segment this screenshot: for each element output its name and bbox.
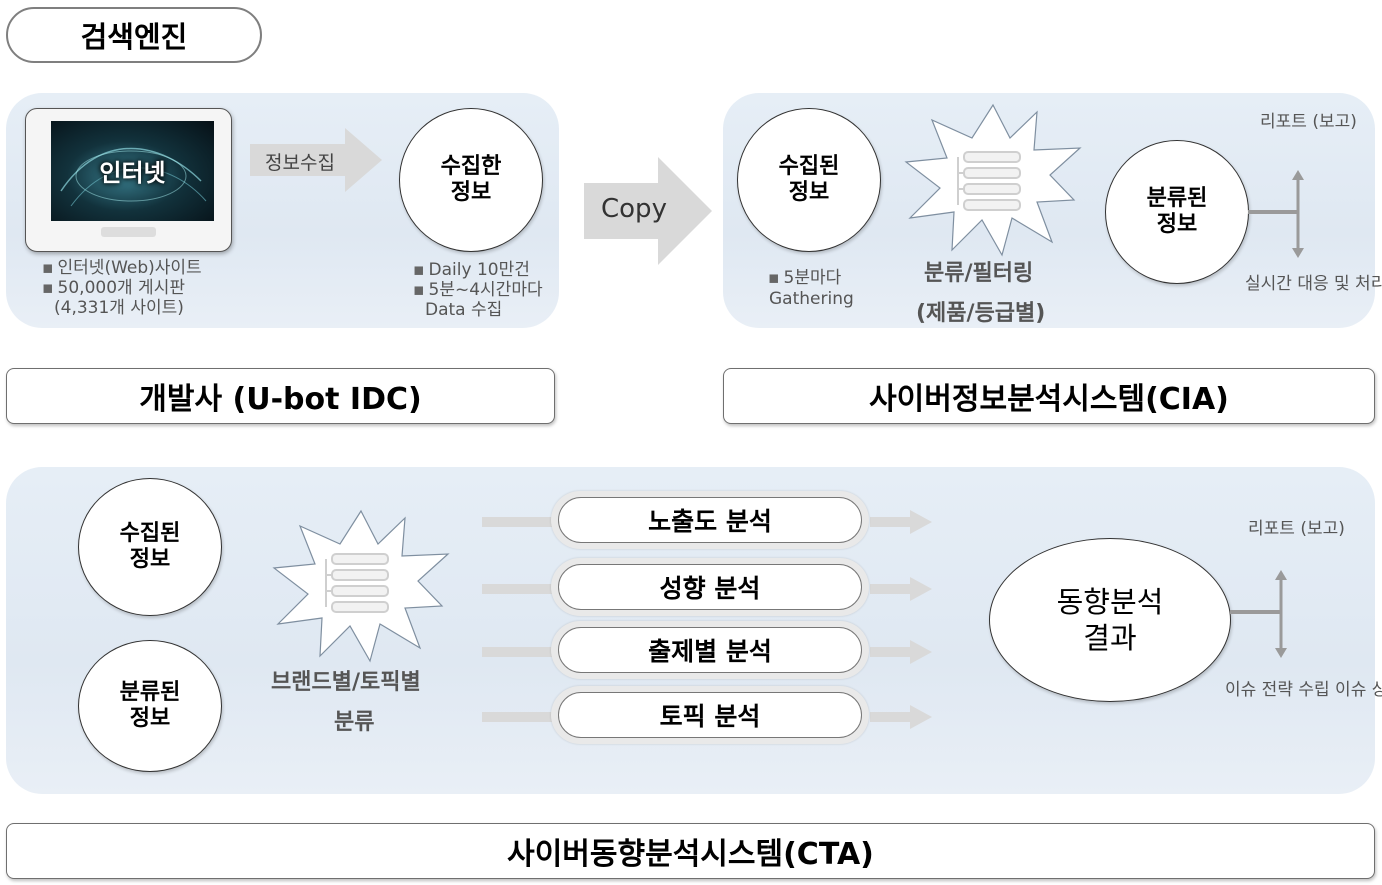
top-label-pill: 검색엔진	[6, 7, 262, 63]
analysis-exposure-label: 노출도 분석	[558, 497, 862, 543]
bullet-interval: 5분~4시간마다	[413, 280, 543, 300]
bullet-boards: 50,000개 게시판	[42, 278, 185, 298]
cia-realtime-label: 실시간 대응 및 처리	[1245, 274, 1382, 294]
copy-arrow-icon	[584, 157, 712, 265]
collect-arrow-label: 정보수집	[265, 152, 335, 174]
cta-brand-label-2: 분류	[334, 710, 375, 735]
collected-info-label: 수집한 정보	[440, 154, 502, 205]
cia-filter-label-2: (제품/등급별)	[916, 301, 1046, 326]
cta-brand-label-1: 브랜드별/토픽별	[271, 670, 421, 695]
swirl-decoration	[60, 147, 207, 207]
cta-title-bar: 사이버동향분석시스템(CTA)	[6, 823, 1375, 879]
analysis-by-topic-source-label: 출제별 분석	[558, 627, 862, 673]
analysis-topic-label: 토픽 분석	[558, 692, 862, 738]
cta-issues-label: 이슈 전략 수립 이슈 상관 분석	[1225, 680, 1382, 700]
monitor-icon: 인터넷	[25, 108, 232, 252]
cia-filter-label-1: 분류/필터링	[924, 261, 1034, 286]
cia-bullet-interval: 5분마다	[768, 268, 842, 288]
cia-collected-circle: 수집된 정보	[737, 108, 881, 252]
collected-info-circle: 수집한 정보	[399, 108, 543, 252]
cta-classified-label: 분류된 정보	[119, 680, 181, 731]
cta-connector-line	[1230, 610, 1282, 614]
trend-result-circle: 동향분석 결과	[989, 538, 1231, 702]
cia-collected-label: 수집된 정보	[778, 154, 840, 205]
analysis-tendency-label: 성향 분석	[558, 564, 862, 610]
cia-connector-line	[1248, 210, 1298, 214]
cia-updown-arrow-icon	[1292, 170, 1304, 258]
server-icon	[957, 151, 1021, 211]
analysis-flow-arrows	[482, 510, 932, 729]
server-icon	[325, 553, 389, 613]
cia-starburst-icon	[904, 103, 1082, 257]
cia-report-label: 리포트 (보고)	[1260, 112, 1357, 132]
cta-starburst-icon	[272, 509, 450, 663]
cta-collected-label: 수집된 정보	[119, 521, 181, 572]
analysis-topic: 토픽 분석	[551, 686, 869, 744]
screen: 인터넷	[51, 121, 214, 221]
bullet-daily: Daily 10만건	[413, 260, 530, 280]
cia-classified-label: 분류된 정보	[1146, 186, 1208, 237]
cta-collected-circle: 수집된 정보	[78, 478, 222, 616]
bullet-data-collect: Data 수집	[425, 300, 503, 320]
trend-result-label: 동향분석 결과	[1056, 585, 1164, 655]
cia-title-bar: 사이버정보분석시스템(CIA)	[723, 368, 1375, 424]
analysis-exposure: 노출도 분석	[551, 491, 869, 549]
analysis-tendency: 성향 분석	[551, 558, 869, 616]
internet-label: 인터넷	[99, 159, 166, 187]
monitor-stand	[101, 227, 156, 237]
bullet-sites-count: (4,331개 사이트)	[54, 298, 184, 318]
bullet-web-sites: 인터넷(Web)사이트	[42, 258, 202, 278]
cta-updown-arrow-icon	[1275, 570, 1287, 658]
collect-arrow-icon	[250, 128, 382, 192]
copy-label: Copy	[601, 194, 667, 224]
cta-report-label: 리포트 (보고)	[1248, 519, 1345, 539]
dev-title-bar: 개발사 (U-bot IDC)	[6, 368, 555, 424]
cia-classified-circle: 분류된 정보	[1105, 140, 1249, 284]
cia-bullet-gathering: Gathering	[769, 289, 854, 309]
cta-classified-circle: 분류된 정보	[78, 640, 222, 772]
analysis-by-topic-source: 출제별 분석	[551, 621, 869, 679]
